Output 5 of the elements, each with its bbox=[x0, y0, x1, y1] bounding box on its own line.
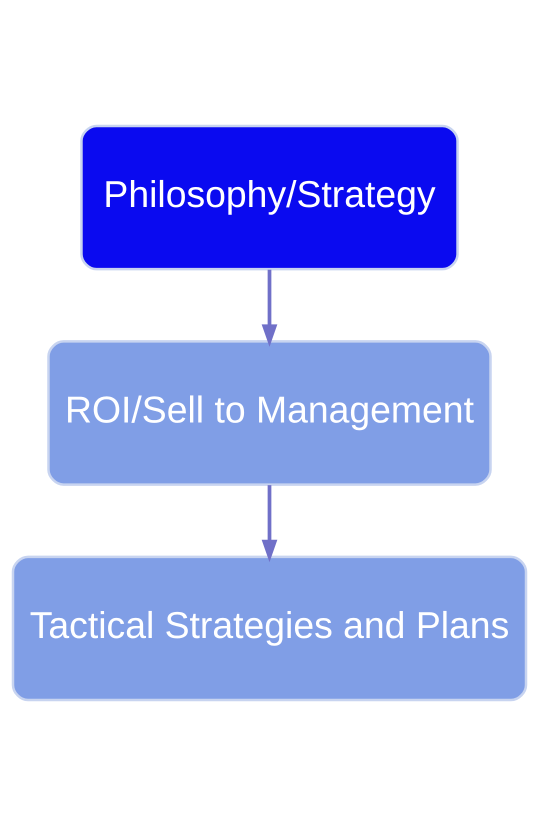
arrow bbox=[262, 269, 278, 346]
arrow bbox=[262, 484, 278, 562]
node-box: ROI/Sell to Management bbox=[47, 340, 492, 486]
node-box: Tactical Strategies and Plans bbox=[12, 555, 528, 701]
node-box: Philosophy/Strategy bbox=[80, 124, 459, 270]
